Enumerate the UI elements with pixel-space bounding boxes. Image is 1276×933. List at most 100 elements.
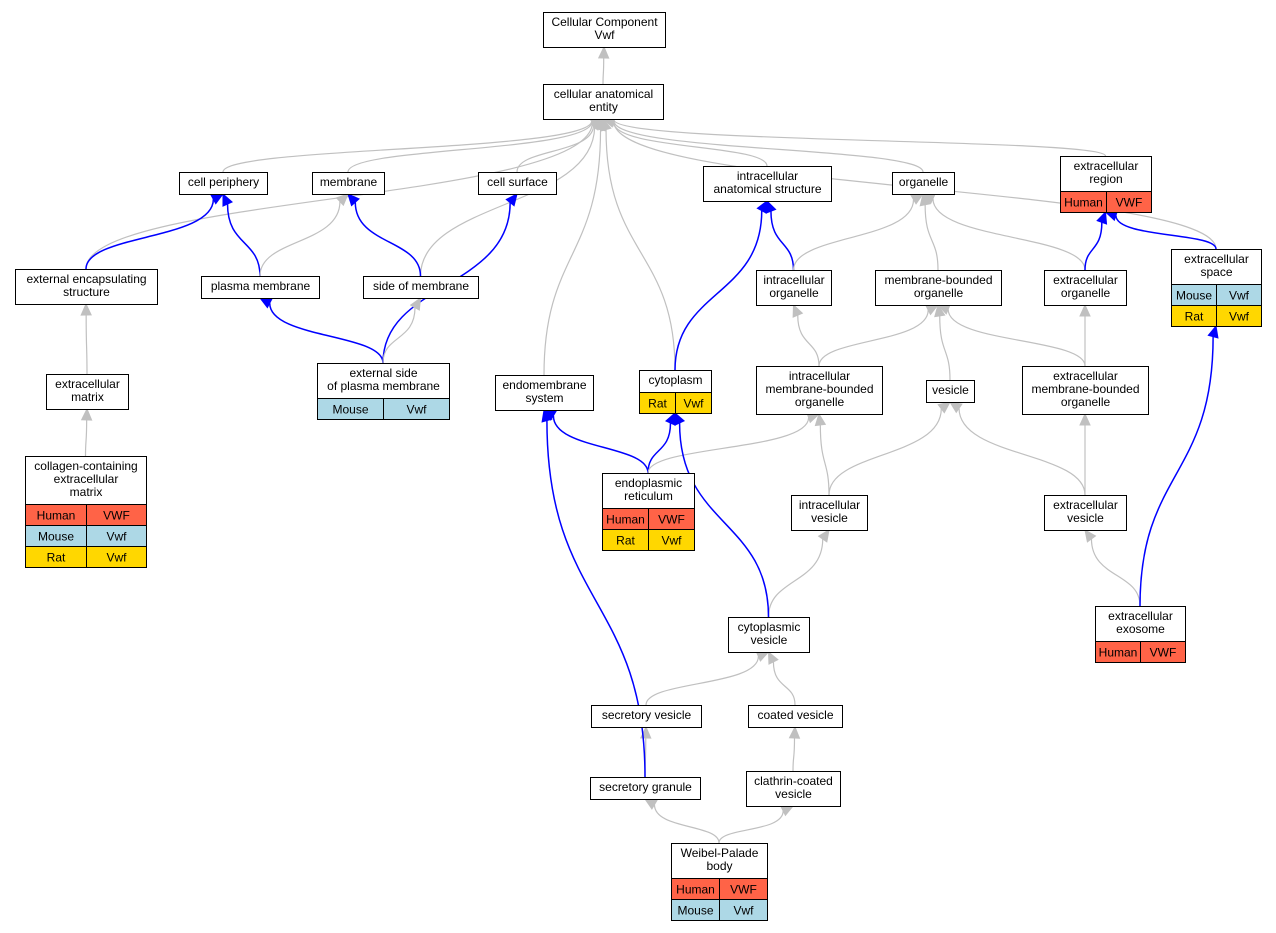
- node-vesicle[interactable]: vesicle: [926, 380, 975, 403]
- edge-plasma-membrane-to-membrane: [259, 193, 349, 277]
- node-box: [543, 84, 664, 120]
- node-label: extracellular: [1053, 498, 1118, 512]
- node-label: organelle: [914, 286, 964, 300]
- edge-vesicle-to-membrane-bounded-organelle: [934, 303, 951, 381]
- node-label: extracellular: [1074, 159, 1139, 173]
- edge-arrowhead: [222, 192, 233, 207]
- edge-line: [382, 307, 416, 364]
- edge-arrowhead: [767, 650, 779, 665]
- node-collagen-matrix[interactable]: collagen-containingextracellularmatrixHu…: [25, 456, 147, 568]
- node-cell-surface[interactable]: cell surface: [478, 172, 557, 195]
- edge-line: [958, 408, 1086, 496]
- node-box: [495, 375, 594, 411]
- edge-line: [819, 424, 830, 496]
- node-box: [591, 705, 702, 728]
- node-label: intracellular: [763, 273, 824, 287]
- edge-intracellular-mbo-to-membrane-bounded-organelle: [818, 304, 940, 367]
- node-box: [926, 380, 975, 403]
- edge-arrowhead: [934, 303, 946, 318]
- node-box: [875, 270, 1002, 306]
- edge-external-side-pm-to-plasma-membrane: [258, 297, 384, 364]
- edge-arrowhead: [756, 199, 768, 214]
- node-label: plasma membrane: [211, 279, 311, 293]
- node-membrane[interactable]: membrane: [312, 172, 385, 195]
- node-plasma-membrane[interactable]: plasma membrane: [201, 276, 320, 299]
- edge-line: [1084, 222, 1103, 271]
- edge-arrowhead: [1079, 412, 1091, 426]
- species-name: Rat: [616, 534, 635, 548]
- edge-collagen-matrix-to-extracellular-matrix: [80, 407, 93, 457]
- node-organelle[interactable]: organelle: [892, 172, 955, 195]
- node-label: structure: [63, 285, 110, 299]
- edge-line: [772, 661, 796, 706]
- species-name: Mouse: [1176, 289, 1212, 303]
- node-label: cell periphery: [188, 175, 259, 189]
- edge-external-side-pm-to-side-of-membrane: [382, 296, 422, 364]
- edge-line: [419, 126, 596, 277]
- edge-arrowhead: [817, 529, 830, 543]
- node-secretory-granule[interactable]: secretory granule: [590, 777, 701, 800]
- gene-symbol: VWF: [730, 883, 757, 897]
- node-box: [892, 172, 955, 195]
- node-label: Weibel-Palade: [681, 846, 759, 860]
- edge-line: [602, 57, 605, 85]
- edge-arrowhead: [1207, 324, 1219, 339]
- node-box: [703, 166, 832, 202]
- node-coated-vesicle[interactable]: coated vesicle: [748, 705, 843, 728]
- edge-arrowhead: [347, 193, 360, 207]
- edge-arrowhead: [80, 302, 92, 316]
- node-label: Vwf: [594, 28, 615, 42]
- edge-extracellular-exosome-to-extracellular-vesicle: [1084, 529, 1141, 607]
- gene-symbol: VWF: [658, 513, 685, 527]
- node-label: exosome: [1116, 622, 1165, 636]
- edge-arrowhead: [1079, 303, 1091, 317]
- node-cell-periphery[interactable]: cell periphery: [179, 172, 268, 195]
- edge-line: [647, 423, 672, 474]
- edge-weibel-palade-to-secretory-granule: [643, 798, 720, 844]
- edge-extracellular-mbo-to-extracellular-organelle: [1079, 303, 1091, 366]
- node-box: [791, 495, 868, 531]
- edge-line: [84, 419, 88, 457]
- node-box: [363, 276, 479, 299]
- node-box: [728, 617, 810, 653]
- node-box: [25, 456, 147, 505]
- node-secretory-vesicle[interactable]: secretory vesicle: [591, 705, 702, 728]
- node-label: external encapsulating: [26, 272, 146, 286]
- edge-extracellular-matrix-to-ext-encapsulating: [80, 302, 92, 375]
- gene-symbol: Vwf: [683, 397, 704, 411]
- gene-symbol: Vwf: [406, 403, 427, 417]
- node-label: vesicle: [1067, 511, 1104, 525]
- node-label: vesicle: [751, 633, 788, 647]
- node-label: intracellular: [789, 369, 850, 383]
- node-label: intracellular: [737, 169, 798, 183]
- species-name: Human: [1064, 196, 1103, 210]
- edge-arrowhead: [814, 412, 827, 427]
- species-name: Mouse: [677, 904, 713, 918]
- node-label: side of membrane: [373, 279, 469, 293]
- node-side-of-membrane[interactable]: side of membrane: [363, 276, 479, 299]
